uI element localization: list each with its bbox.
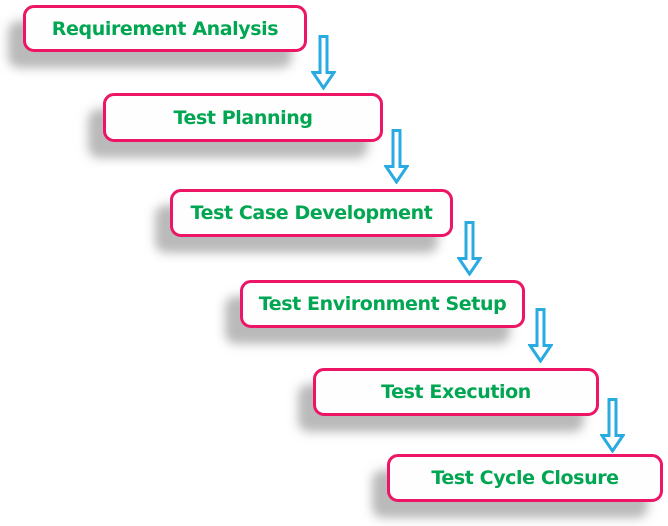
flow-step-label: Test Planning [173, 106, 313, 129]
flow-step-label: Test Cycle Closure [431, 467, 619, 489]
down-arrow-icon [384, 129, 409, 184]
down-arrow-icon [528, 308, 553, 363]
flow-step-test-environment-setup: Test Environment Setup [240, 280, 525, 328]
down-arrow-icon [311, 35, 336, 90]
flow-step-label: Requirement Analysis [51, 17, 279, 40]
flow-step-requirement-analysis: Requirement Analysis [23, 5, 307, 52]
flow-step-label: Test Environment Setup [258, 293, 507, 315]
flow-step-label: Test Execution [381, 381, 531, 403]
flow-step-test-case-development: Test Case Development [170, 189, 453, 237]
flow-step-test-planning: Test Planning [103, 93, 383, 142]
flow-step-test-cycle-closure: Test Cycle Closure [387, 454, 663, 502]
down-arrow-icon [457, 221, 482, 276]
flow-step-label: Test Case Development [190, 202, 433, 224]
down-arrow-icon [600, 398, 625, 453]
flow-step-test-execution: Test Execution [313, 368, 599, 416]
